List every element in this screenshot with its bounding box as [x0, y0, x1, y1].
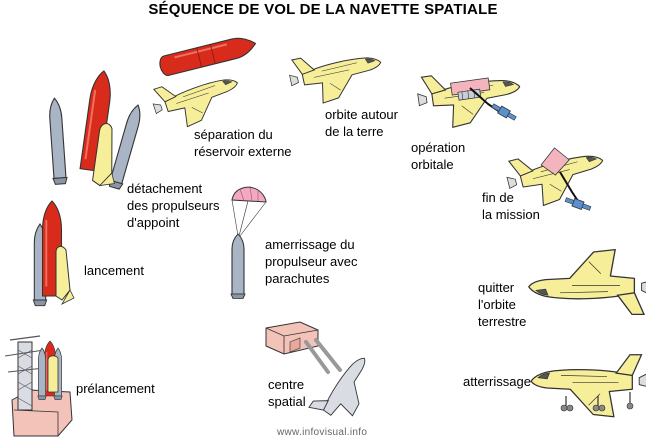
label-orbital-operation: opération orbitale — [411, 139, 465, 173]
label-deorbit: quitter l'orbite terrestre — [478, 279, 526, 330]
tank-separation-illustration — [149, 34, 258, 135]
deorbit-illustration — [529, 250, 646, 315]
orbit-shuttle-illustration — [287, 42, 387, 109]
site-credit: www.infovisual.info — [277, 427, 367, 438]
orbital-operation-illustration — [415, 64, 524, 132]
label-booster-detachment: détachement des propulseurs d'appoint — [127, 180, 220, 231]
booster-separation-illustration — [47, 70, 144, 190]
label-booster-splashdown: amerrissage du propulseur avec parachute… — [265, 236, 358, 287]
label-prelaunch: prélancement — [76, 380, 155, 397]
label-tank-separation: séparation du réservoir externe — [194, 126, 292, 160]
label-landing: atterrissage — [463, 373, 531, 390]
booster-splashdown-illustration — [231, 186, 266, 299]
page-title: SÉQUENCE DE VOL DE LA NAVETTE SPATIALE — [0, 0, 646, 20]
label-space-center: centre spatial — [268, 376, 306, 410]
landing-illustration — [531, 355, 646, 417]
label-mission-end: fin de la mission — [482, 189, 540, 223]
label-launch: lancement — [84, 262, 144, 279]
label-earth-orbit: orbite autour de la terre — [325, 106, 398, 140]
prelaunch-illustration — [5, 336, 72, 436]
launch-illustration — [33, 201, 74, 306]
